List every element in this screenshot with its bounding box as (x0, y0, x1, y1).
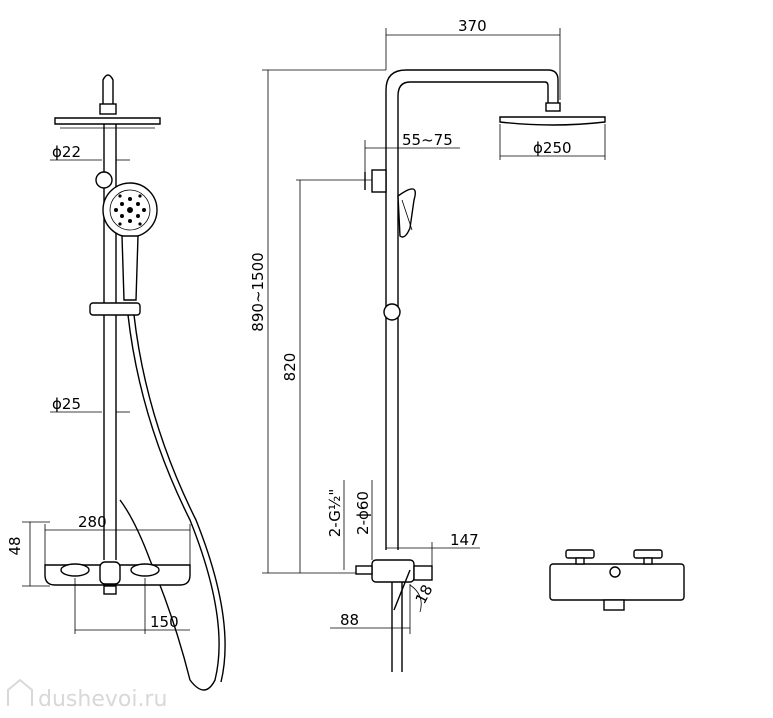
mixer-side (371, 559, 415, 583)
label-head-250: ϕ250 (533, 139, 572, 157)
angle-arc (409, 584, 422, 613)
hose (119, 314, 220, 691)
center-outlet (99, 561, 121, 585)
hand-shower-nozzles (114, 194, 146, 226)
head-connector (99, 103, 117, 115)
detail-indicator (609, 566, 621, 578)
right-handle (130, 563, 160, 577)
detail-left-knob (565, 549, 595, 559)
label-thread: 2-G½" (326, 489, 344, 538)
mixer-detail (549, 549, 685, 611)
detail-outlet (603, 599, 625, 611)
left-handle (60, 563, 90, 577)
hose-outer (133, 314, 226, 683)
label-diameter-22: ϕ22 (52, 143, 81, 161)
front-view: ϕ22 ϕ25 280 48 150 (6, 74, 226, 691)
label-height-820: 820 (281, 353, 299, 382)
label-diameter-25: ϕ25 (52, 395, 81, 413)
side-view: 370 55~75 ϕ250 890~1500 820 2-G½" 2-ϕ60 … (249, 17, 606, 672)
watermark-logo-icon (7, 678, 33, 706)
hand-shower-ring (109, 189, 151, 231)
detail-right-knob (633, 549, 663, 559)
outlet-side (413, 565, 433, 581)
label-diameter-60: 2-ϕ60 (354, 491, 372, 535)
watermark: dushevoi.ru (7, 678, 167, 712)
label-height-48: 48 (6, 536, 24, 555)
label-angle-18: 18 (412, 582, 437, 607)
label-width-280: 280 (78, 513, 107, 531)
hand-shower-handle (121, 235, 139, 301)
label-center-150: 150 (150, 613, 179, 631)
label-depth-147: 147 (450, 531, 479, 549)
pole-inner (397, 81, 549, 550)
rain-head-side (499, 116, 606, 126)
head-joint (545, 102, 561, 112)
pole-outer (385, 69, 559, 550)
rain-head (54, 117, 161, 125)
outlet-nipple (103, 585, 117, 595)
inlet-connector (355, 565, 373, 575)
label-span-370: 370 (458, 17, 487, 35)
wall-bracket (371, 169, 387, 193)
watermark-text: dushevoi.ru (38, 687, 167, 712)
label-offset-55-75: 55~75 (402, 131, 453, 149)
label-height-range: 890~1500 (249, 252, 267, 331)
top-hook (102, 74, 114, 112)
slider-side (383, 303, 401, 321)
label-base-88: 88 (340, 611, 359, 629)
holder-knob (95, 171, 113, 189)
slider (89, 302, 141, 316)
